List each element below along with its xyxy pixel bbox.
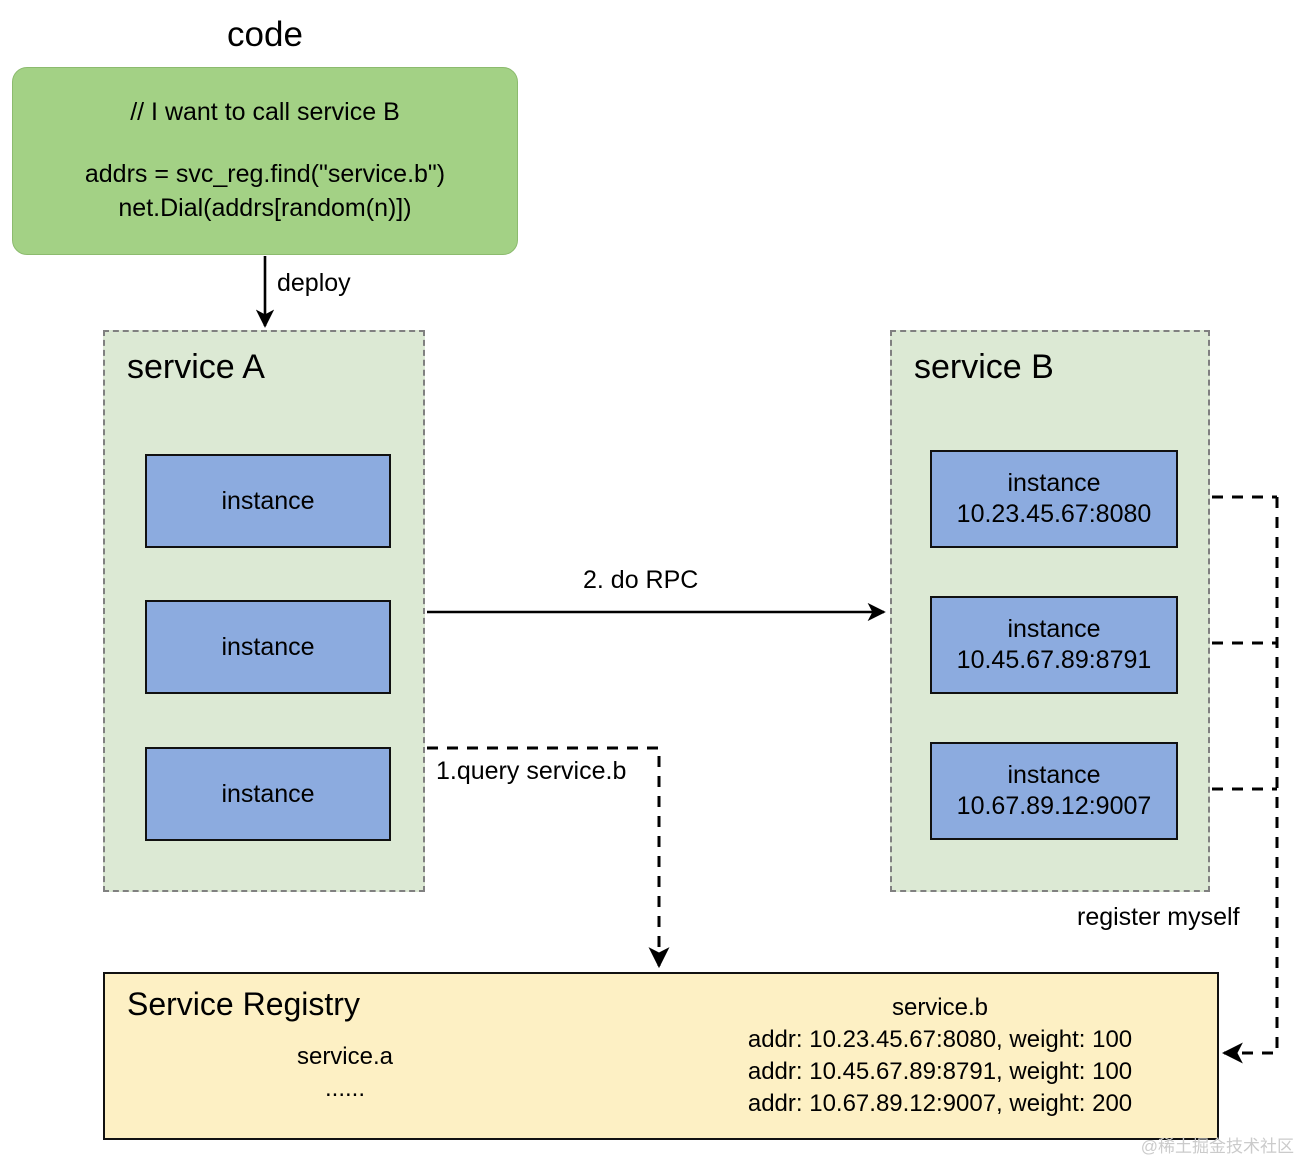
instance-label: instance: [221, 486, 315, 515]
service-registry-title: Service Registry: [127, 986, 360, 1022]
edge-label-do-rpc: 2. do RPC: [583, 566, 699, 594]
instance-label: instance: [1007, 469, 1101, 497]
service-a-title: service A: [127, 348, 265, 386]
registry-ellipsis: ......: [324, 1075, 365, 1102]
edge-label-deploy: deploy: [277, 269, 351, 297]
instance-label: instance: [1007, 615, 1101, 643]
service-b-instance-1: instance 10.23.45.67:8080: [930, 450, 1178, 548]
instance-label: instance: [221, 632, 315, 661]
instance-address: 10.23.45.67:8080: [956, 500, 1152, 528]
registry-addr-line-1: addr: 10.23.45.67:8080, weight: 100: [747, 1026, 1133, 1053]
watermark: @稀土掘金技术社区: [1140, 1137, 1294, 1156]
instance-address: 10.45.67.89:8791: [956, 646, 1152, 674]
service-a-instance-3: instance: [145, 747, 391, 841]
instance-label: instance: [1007, 761, 1101, 789]
service-a-container: service A instance instance instance: [103, 330, 425, 892]
instance-address: 10.67.89.12:9007: [956, 792, 1152, 820]
registry-service-name: service.a: [296, 1043, 394, 1070]
service-a-instance-1: instance: [145, 454, 391, 548]
code-line-2: net.Dial(addrs[random(n)]): [118, 194, 412, 222]
registry-addr-line-3: addr: 10.67.89.12:9007, weight: 200: [747, 1090, 1133, 1117]
service-a-instance-2: instance: [145, 600, 391, 694]
instance-label: instance: [221, 779, 315, 808]
service-b-title: service B: [914, 348, 1054, 386]
code-line-1: addrs = svc_reg.find("service.b"): [84, 160, 446, 188]
service-b-instance-2: instance 10.45.67.89:8791: [930, 596, 1178, 694]
code-title: code: [227, 15, 303, 54]
code-comment: // I want to call service B: [130, 98, 400, 126]
service-registry-box: Service Registry service.a ...... servic…: [103, 972, 1219, 1140]
code-block: // I want to call service B addrs = svc_…: [12, 67, 518, 255]
service-b-container: service B instance 10.23.45.67:8080 inst…: [890, 330, 1210, 892]
registry-service-name: service.b: [891, 994, 989, 1021]
registry-addr-line-2: addr: 10.45.67.89:8791, weight: 100: [747, 1058, 1133, 1085]
edge-register-bus: [1221, 497, 1279, 1064]
edge-label-query-service-b: 1.query service.b: [436, 757, 627, 785]
service-b-instance-3: instance 10.67.89.12:9007: [930, 742, 1178, 840]
registry-entry-service-b: service.b addr: 10.23.45.67:8080, weight…: [675, 992, 1205, 1120]
edge-label-register-myself: register myself: [1077, 903, 1240, 931]
registry-entry-service-a: service.a ......: [215, 1042, 475, 1106]
